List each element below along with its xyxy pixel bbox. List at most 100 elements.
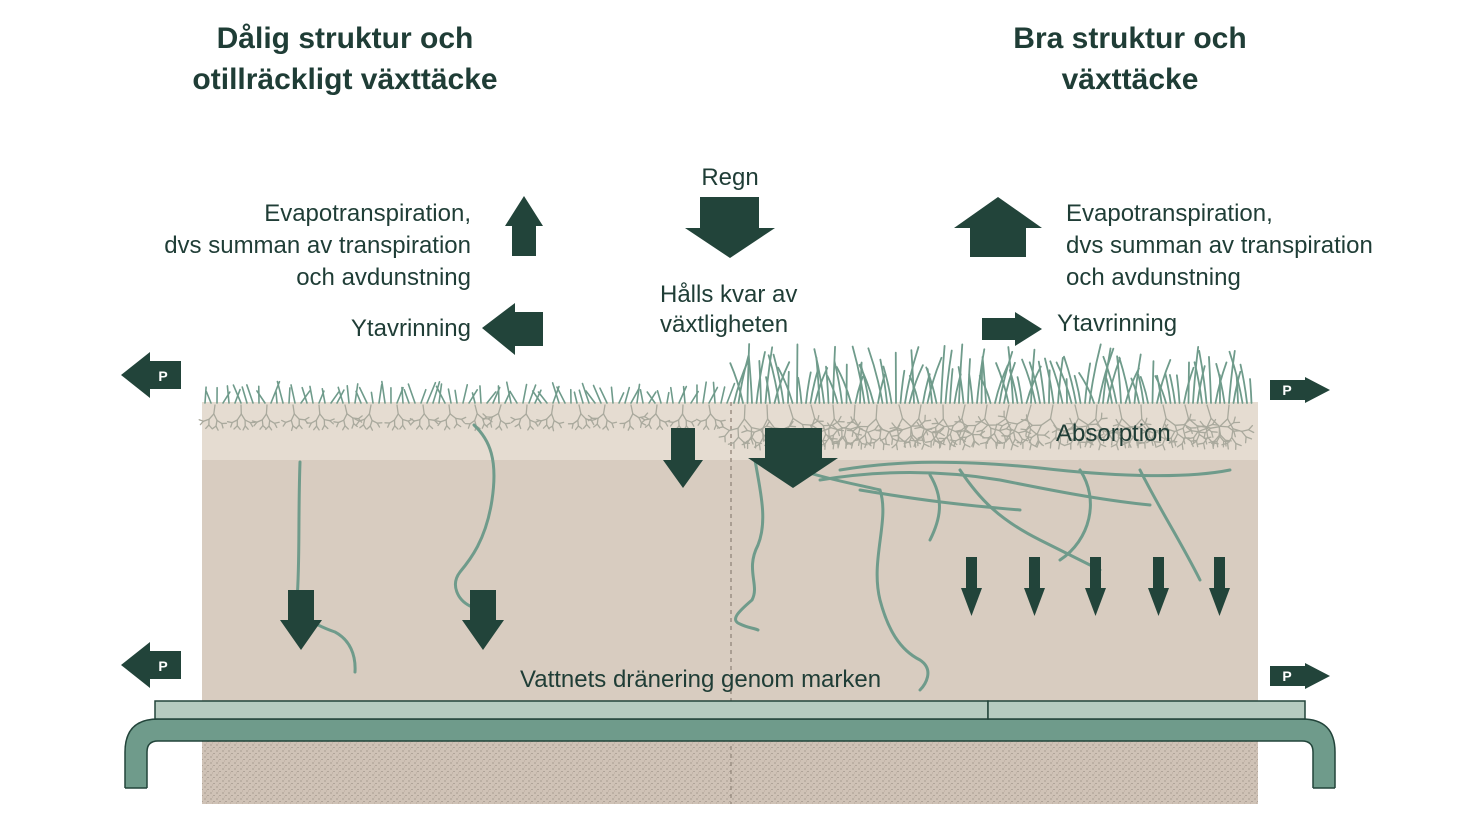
- fine-root: [198, 419, 205, 422]
- fine-root: [1118, 423, 1127, 429]
- fine-root: [1116, 418, 1123, 430]
- fine-root: [939, 441, 943, 448]
- fine-root: [1184, 429, 1192, 434]
- fine-root: [844, 441, 848, 449]
- title-right-line-2: växttäcke: [1061, 63, 1199, 96]
- fine-root: [1064, 430, 1070, 438]
- evap-right-line-3: och avdunstning: [1066, 264, 1241, 291]
- fine-root: [1017, 432, 1023, 440]
- p-label: P: [1282, 382, 1291, 398]
- fine-root: [640, 419, 646, 424]
- fine-root: [1049, 404, 1054, 420]
- fine-root: [656, 424, 661, 430]
- fine-root: [639, 422, 643, 429]
- fine-root: [474, 404, 478, 415]
- fine-root: [491, 412, 500, 418]
- fine-root: [376, 422, 381, 428]
- fine-root: [514, 417, 522, 421]
- fine-root: [1098, 443, 1102, 451]
- fine-root: [1043, 434, 1051, 439]
- fine-root: [1085, 440, 1093, 443]
- fine-root: [469, 419, 476, 425]
- fine-root: [602, 425, 607, 430]
- fine-root: [1059, 430, 1066, 438]
- fine-root: [1119, 427, 1127, 433]
- fine-root: [943, 425, 954, 428]
- fine-root: [891, 443, 898, 449]
- fine-root: [973, 440, 980, 446]
- fine-root: [1072, 417, 1079, 430]
- fine-root: [1153, 441, 1157, 448]
- fine-root: [750, 426, 761, 431]
- grass-blade: [226, 385, 230, 404]
- retained-label-line-1: Hålls kvar av: [660, 281, 798, 308]
- fine-root: [918, 404, 922, 420]
- fine-root: [891, 434, 899, 437]
- grass-blade: [1078, 372, 1095, 404]
- grass-blade: [432, 381, 441, 404]
- fine-root: [937, 425, 945, 432]
- fine-root: [972, 440, 976, 448]
- fine-root: [964, 443, 971, 448]
- fine-root: [976, 429, 984, 433]
- fine-root: [980, 429, 984, 437]
- fine-root: [265, 404, 268, 415]
- fine-root: [1133, 435, 1139, 443]
- fine-root: [233, 425, 238, 430]
- grass-blade: [1008, 369, 1019, 404]
- fine-root: [1022, 437, 1029, 444]
- grass-blade: [1073, 374, 1082, 404]
- fine-root: [495, 425, 500, 430]
- fine-root: [1162, 404, 1167, 420]
- fine-root: [483, 423, 489, 428]
- fine-root: [934, 417, 939, 424]
- fine-root: [1185, 426, 1192, 432]
- grass-blade: [1137, 373, 1145, 404]
- fine-root: [571, 423, 574, 429]
- fine-root: [998, 429, 1006, 437]
- fine-root: [504, 422, 511, 425]
- fine-root: [942, 437, 946, 445]
- fine-root: [713, 424, 717, 430]
- fine-root: [310, 419, 318, 424]
- fine-root: [648, 418, 652, 426]
- fine-root: [486, 422, 492, 427]
- fine-root: [1077, 417, 1089, 426]
- fine-root: [352, 423, 358, 428]
- fine-root: [623, 422, 626, 429]
- fine-root: [1073, 432, 1076, 440]
- fine-root: [1115, 418, 1120, 426]
- fine-root: [1011, 438, 1016, 445]
- fine-root: [428, 418, 430, 426]
- fine-root: [916, 421, 922, 428]
- grass-left-sparse: [204, 380, 736, 404]
- fine-root: [474, 413, 478, 422]
- fine-root: [482, 413, 488, 418]
- fine-root: [867, 431, 873, 440]
- fine-root: [1199, 420, 1205, 427]
- fine-root: [318, 404, 321, 415]
- fine-root: [870, 437, 878, 442]
- retained-label-line-2: växtligheten: [660, 311, 789, 338]
- fine-root: [864, 434, 868, 443]
- fine-root: [419, 413, 425, 421]
- evap-arrow-right: [954, 197, 1042, 257]
- evap-left-line-3: och avdunstning: [296, 264, 471, 291]
- fine-root: [1099, 443, 1107, 448]
- fine-root: [273, 421, 280, 424]
- fine-root: [716, 426, 724, 429]
- fine-root: [1187, 417, 1198, 427]
- grass-blade: [666, 391, 670, 404]
- fine-root: [590, 418, 597, 422]
- fine-root: [1173, 433, 1179, 441]
- fine-root: [1077, 425, 1088, 428]
- fine-root: [1071, 423, 1079, 428]
- fine-root: [351, 423, 355, 429]
- fine-root: [319, 413, 325, 421]
- fine-root: [833, 418, 843, 429]
- fine-root: [924, 440, 932, 443]
- fine-root: [727, 441, 735, 445]
- grass-blade: [276, 380, 284, 404]
- fine-root: [857, 439, 861, 447]
- fine-root: [917, 435, 924, 439]
